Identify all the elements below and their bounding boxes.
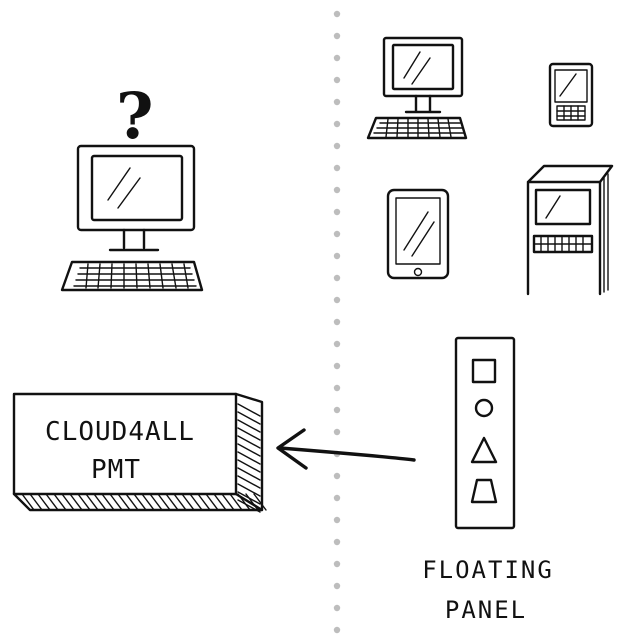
divider-dot (333, 472, 341, 480)
hatch-line (189, 493, 203, 511)
hatch-line (237, 499, 261, 513)
hatch-line (37, 493, 51, 511)
hatch-line (237, 483, 261, 497)
divider-dot (333, 318, 341, 326)
divider-dot (333, 186, 341, 194)
divider-dot (333, 362, 341, 370)
hatch-line (77, 493, 91, 511)
hatch-line (181, 493, 195, 511)
question-mark: ? (116, 79, 154, 154)
hatch-line (237, 427, 261, 441)
hatch-line (213, 493, 227, 511)
divider-dot (333, 538, 341, 546)
hatch-line (237, 411, 261, 425)
pmt-box-label-line2: PMT (91, 455, 141, 485)
hatch-line (237, 491, 261, 505)
hatch-line (93, 493, 107, 511)
hatch-line (237, 451, 261, 465)
floating-panel-caption-line1: FLOATING (422, 556, 554, 584)
hatch-line (237, 403, 261, 417)
divider-dot (333, 428, 341, 436)
divider-dot (333, 494, 341, 502)
divider-dot (333, 32, 341, 40)
triangle-icon (470, 436, 498, 464)
divider-dot (333, 76, 341, 84)
hatch-line (205, 493, 219, 511)
divider-dot (333, 54, 341, 62)
hatch-line (237, 435, 261, 449)
divider-dot (333, 164, 341, 172)
hatch-line (109, 493, 123, 511)
divider-dot (333, 604, 341, 612)
floating-panel-caption-line2: PANEL (445, 596, 527, 624)
hatch-line (117, 493, 131, 511)
hatch-line (253, 493, 267, 511)
divider-dot (333, 10, 341, 18)
pmt-box-label-line1: CLOUD4ALL (45, 417, 195, 447)
hatch-line (221, 493, 235, 511)
hatch-line (229, 493, 243, 511)
hatch-line (29, 493, 43, 511)
divider-dot (333, 252, 341, 260)
divider-dot (333, 296, 341, 304)
cloud4all-pmt-box: CLOUD4ALL PMT (12, 392, 267, 513)
divider-dot (333, 208, 341, 216)
hatch-line (237, 475, 261, 489)
hatch-line (237, 467, 261, 481)
hatch-line (197, 493, 211, 511)
hatch-line (237, 419, 261, 433)
hatch-line (61, 493, 75, 511)
hatch-line (69, 493, 83, 511)
hatch-line (237, 493, 251, 511)
divider-dot (333, 230, 341, 238)
square-icon (471, 358, 497, 384)
hatch-line (133, 493, 147, 511)
divider-dot (333, 384, 341, 392)
divider-dot (333, 560, 341, 568)
tablet-icon (386, 188, 450, 280)
divider-dot (333, 98, 341, 106)
hatch-line (125, 493, 139, 511)
smartphone-icon (548, 62, 594, 128)
desktop-computer-icon (366, 36, 468, 140)
box-hatching-bottom (21, 493, 267, 511)
hatch-line (85, 493, 99, 511)
hatch-line (101, 493, 115, 511)
hatch-line (53, 493, 67, 511)
divider-dot (333, 406, 341, 414)
hatch-line (141, 493, 155, 511)
unknown-computer-icon: ? (60, 79, 204, 292)
box-hatching-side (237, 403, 261, 513)
atm-kiosk-icon (526, 164, 614, 296)
divider-dot (333, 142, 341, 150)
hatch-line (173, 493, 187, 511)
divider-dot (333, 516, 341, 524)
divider-dot (333, 582, 341, 590)
hatch-line (45, 493, 59, 511)
divider-dot (333, 120, 341, 128)
hatch-line (237, 443, 261, 457)
hatch-line (157, 493, 171, 511)
hatch-line (237, 459, 261, 473)
divider-dot (333, 340, 341, 348)
arrow-icon (276, 428, 416, 470)
divider-dot (333, 274, 341, 282)
trapezoid-icon (470, 478, 498, 504)
hatch-line (165, 493, 179, 511)
hatch-line (149, 493, 163, 511)
divider-dot (333, 626, 341, 634)
hatch-line (21, 493, 35, 511)
dotted-divider (333, 10, 341, 634)
circle-icon (474, 398, 494, 418)
floating-panel (454, 336, 516, 530)
